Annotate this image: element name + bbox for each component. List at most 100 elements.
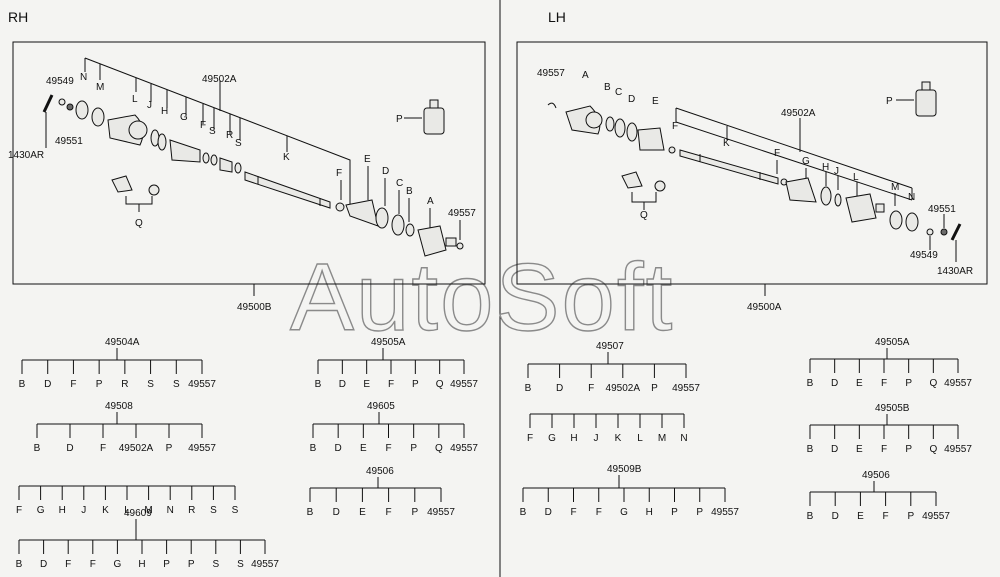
lh-callout-label: B	[604, 82, 611, 93]
kit-item: F	[100, 443, 106, 454]
rh-callout-label: A	[427, 196, 434, 207]
rh-callout-label: J	[147, 100, 152, 111]
kit-item: R	[188, 505, 195, 516]
kit-code: 49609	[124, 508, 152, 519]
kit-item: F	[385, 443, 391, 454]
kit-item: P	[96, 379, 103, 390]
kit-item: G	[548, 433, 556, 444]
kit-item: E	[359, 507, 366, 518]
kit-item: J	[81, 505, 86, 516]
rh-callout-label: 49551	[55, 136, 83, 147]
kit-item: F	[527, 433, 533, 444]
kit-item: Q	[435, 443, 443, 454]
kit-item: Q	[929, 444, 937, 455]
lh-callout-label: 49502A	[781, 108, 816, 119]
kit-item: B	[310, 443, 317, 454]
kit-item: H	[646, 507, 653, 518]
kit-item: 49557	[672, 383, 700, 394]
lh-callout-label: C	[615, 87, 622, 98]
kit-item: B	[525, 383, 532, 394]
rh-callout-label: 49502A	[202, 74, 237, 85]
kit-item: B	[16, 559, 23, 570]
lh-callout-label: K	[723, 138, 730, 149]
kit-item: F	[70, 379, 76, 390]
rh-callout-label: B	[406, 186, 413, 197]
kit-item: B	[520, 507, 527, 518]
kit-item: H	[59, 505, 66, 516]
kit-item: E	[856, 444, 863, 455]
rh-title: RH	[8, 9, 28, 25]
lh-assembly-number: 49500A	[747, 302, 782, 313]
kit-item: F	[570, 507, 576, 518]
kit-code: 49509B	[607, 464, 642, 475]
kit-item: P	[651, 383, 658, 394]
kit-code: 49504A	[105, 337, 140, 348]
kit-item: J	[594, 433, 599, 444]
rh-callout-label: R	[226, 130, 233, 141]
rh-callout-label: P	[396, 114, 403, 125]
lh-callout-label: 49549	[910, 250, 938, 261]
kit-item: G	[620, 507, 628, 518]
lh-callout-label: D	[628, 94, 635, 105]
kit-item: 49557	[711, 507, 739, 518]
kit-item: G	[114, 559, 122, 570]
lh-callout-label: 49551	[928, 204, 956, 215]
kit-item: B	[315, 379, 322, 390]
kit-item: 49557	[427, 507, 455, 518]
kit-item: L	[124, 505, 130, 516]
kit-item: 49557	[251, 559, 279, 570]
kit-item: P	[671, 507, 678, 518]
lh-title: LH	[548, 9, 566, 25]
kit-code: 49507	[596, 341, 624, 352]
kit-item: S	[173, 379, 180, 390]
kit-item: F	[65, 559, 71, 570]
kit-item: 49557	[450, 443, 478, 454]
kit-item: K	[615, 433, 622, 444]
kit-item: S	[210, 505, 217, 516]
kit-item: B	[807, 444, 814, 455]
lh-callout-label: 49557	[537, 68, 565, 79]
kit-item: P	[188, 559, 195, 570]
kit-item: G	[37, 505, 45, 516]
kit-item: 49557	[944, 378, 972, 389]
kit-item: F	[388, 379, 394, 390]
rh-callout-label: M	[96, 82, 104, 93]
kit-item: P	[411, 507, 418, 518]
kit-item: S	[147, 379, 154, 390]
lh-callout-label: Q	[640, 210, 648, 221]
kit-item: S	[237, 559, 244, 570]
kit-item: P	[163, 559, 170, 570]
kit-item: F	[883, 511, 889, 522]
kit-item: N	[680, 433, 687, 444]
lh-callout-label: J	[834, 166, 839, 177]
lh-callout-label: E	[652, 96, 659, 107]
kit-item: D	[44, 379, 51, 390]
kit-item: F	[881, 444, 887, 455]
kit-item: M	[658, 433, 666, 444]
kit-item: D	[40, 559, 47, 570]
rh-callout-label: N	[80, 72, 87, 83]
lh-callout-label: F	[774, 148, 780, 159]
kit-code: 49505A	[875, 337, 910, 348]
rh-callout-label: E	[364, 154, 371, 165]
kit-code: 49506	[862, 470, 890, 481]
kit-item: D	[339, 379, 346, 390]
rh-callout-label: 49557	[448, 208, 476, 219]
kit-item: N	[167, 505, 174, 516]
kit-item: P	[907, 511, 914, 522]
lh-frame	[516, 41, 988, 285]
kit-item: D	[832, 511, 839, 522]
kit-item: 49502A	[606, 383, 641, 394]
